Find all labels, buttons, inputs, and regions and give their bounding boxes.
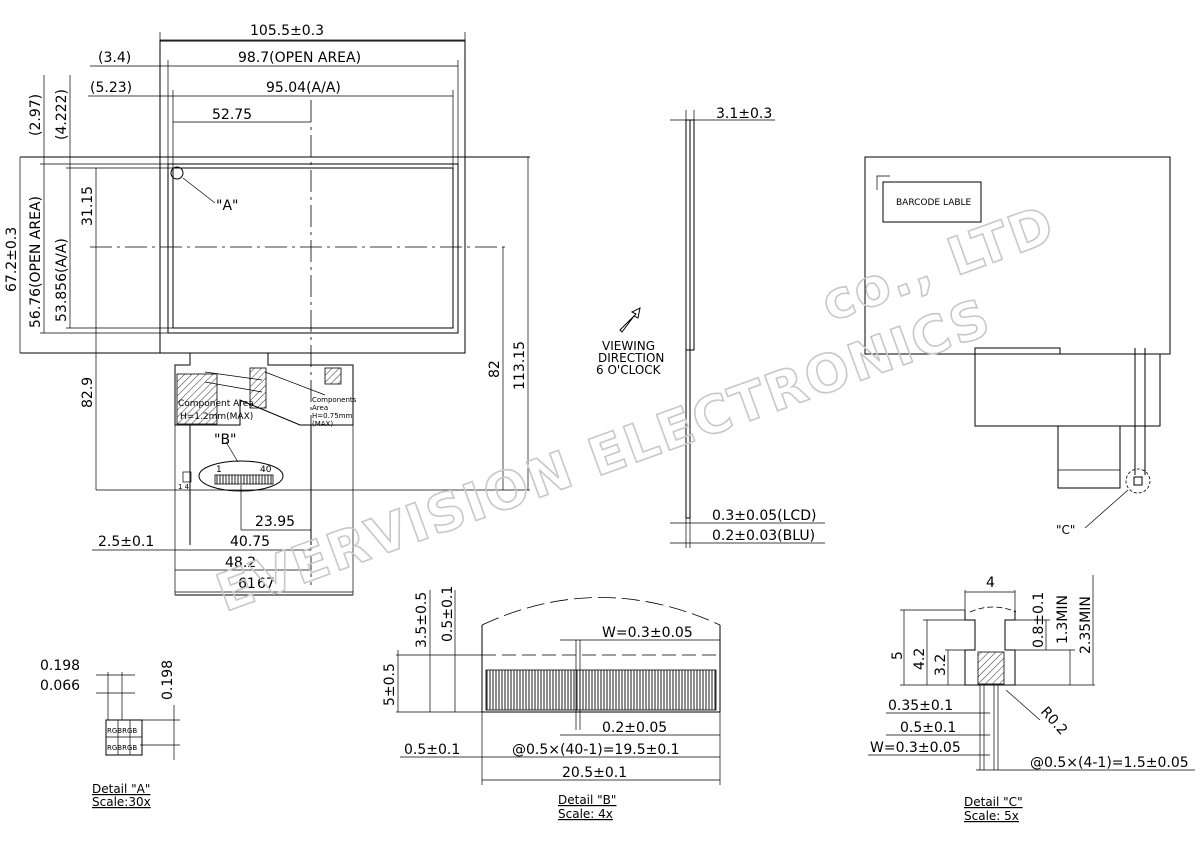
viewing-line-1: VIEWING: [602, 339, 655, 353]
viewing-line-3: 6 O'CLOCK: [596, 363, 662, 377]
dim-48-2: 48.2: [225, 555, 256, 571]
detail-b-pins: [485, 669, 717, 711]
detail-c-dim-9: 0.5±0.1: [900, 720, 956, 736]
fpc-outline: [174, 353, 354, 426]
detail-b-dim-5: 0.2±0.05: [602, 720, 667, 736]
component-height-label: H=1.2mm(MAX): [180, 412, 253, 422]
detail-c-dim-4: 3.2: [933, 654, 949, 676]
dim-open-area-w: 98.7(OPEN AREA): [238, 50, 361, 66]
marker-b: "B": [214, 432, 236, 448]
open-area: [167, 163, 459, 334]
detail-a-scale: Scale:30x: [92, 795, 151, 809]
marker-a: "A": [216, 198, 238, 214]
watermark: EVERVISION ELECTRONICS co., LTD: [208, 194, 1064, 625]
detail-a-title: Detail "A": [92, 782, 150, 796]
dim-width: 105.5±0.3: [250, 23, 324, 39]
pin-last: 40: [260, 465, 272, 475]
detail-c-title: Detail "C": [964, 795, 1023, 809]
detail-b-dim-7: @0.5×(40-1)=19.5±0.1: [512, 742, 680, 758]
dim-23-95: 23.95: [255, 514, 295, 530]
detail-b-dim-8: 20.5±0.1: [562, 765, 627, 781]
front-view: 105.5±0.3 (3.4) 98.7(OPEN AREA) (5.23) 9…: [4, 23, 530, 596]
detail-b-title: Detail "B": [558, 793, 616, 807]
active-area: [172, 167, 454, 329]
pins-small: 1 4: [178, 483, 190, 491]
detail-c-dim-11: @0.5×(4-1)=1.5±0.05: [1030, 755, 1189, 771]
barcode-label: BARCODE LABLE: [896, 198, 972, 208]
detail-c-radius: R0.2: [1037, 704, 1070, 738]
detail-b-dim-1: 3.5±0.5: [414, 592, 430, 648]
detail-c-scale: Scale: 5x: [964, 809, 1019, 823]
dim-2-97: (2.97): [28, 94, 44, 136]
detail-a-dim-1: 0.198: [40, 658, 80, 674]
dim-4-222: (4.222): [54, 89, 70, 140]
detail-a: RGBRGB RGBRGB 0.198 0.066 0.198 Detail "…: [40, 658, 180, 809]
blu-dim: 0.2±0.03(BLU): [712, 528, 815, 544]
detail-c-dim-3: 4.2: [912, 648, 928, 670]
dim-open-area-h: 56.76(OPEN AREA): [28, 196, 44, 328]
component-area-label: Component Area: [178, 399, 254, 409]
components-area-line-1: Components: [312, 396, 357, 404]
detail-b-dim-3: 5±0.5: [382, 663, 398, 706]
thickness-dim: 3.1±0.3: [716, 106, 772, 122]
detail-c-dim-2: 5: [890, 651, 906, 660]
dim-67: 67: [257, 576, 275, 592]
rgb-row-2: RGBRGB: [107, 744, 137, 752]
viewing-arrow-icon: [619, 307, 641, 333]
detail-a-dim-2: 0.066: [40, 678, 80, 694]
viewing-line-2: DIRECTION: [598, 351, 664, 365]
detail-b-scale: Scale: 4x: [558, 807, 613, 821]
components-area-line-4: (MAX): [312, 420, 333, 428]
dim-aa-w: 95.04(A/A): [266, 80, 341, 96]
dim-2-5: 2.5±0.1: [98, 534, 154, 550]
dim-height: 67.2±0.3: [4, 227, 20, 292]
dim-113-15: 113.15: [512, 341, 528, 390]
detail-c-dim-10: W=0.3±0.05: [870, 740, 961, 756]
detail-c-dim-8: 0.35±0.1: [888, 698, 953, 714]
detail-a-dim-3: 0.198: [160, 660, 176, 700]
dim-82: 82: [487, 360, 503, 378]
side-view: 3.1±0.3 VIEWING DIRECTION 6 O'CLOCK 0.3±…: [596, 106, 825, 548]
dim-5-23: (5.23): [90, 80, 132, 96]
dim-31-15: 31.15: [80, 186, 96, 226]
components-area-line-3: H=0.75mm: [312, 412, 353, 420]
detail-c-dim-5: 0.8±0.1: [1031, 592, 1047, 648]
dim-82-9: 82.9: [80, 377, 96, 408]
detail-c-dim-6: 1.3MIN: [1055, 595, 1071, 644]
detail-c-dim-7: 2.35MIN: [1078, 596, 1094, 654]
dim-61: 61: [238, 576, 256, 592]
fpc-pins: [214, 474, 274, 485]
lcd-dim: 0.3±0.05(LCD): [712, 508, 816, 524]
detail-b-dim-4: W=0.3±0.05: [602, 625, 693, 641]
back-view: BARCODE LABLE "C": [864, 156, 1171, 537]
dim-40-75: 40.75: [230, 534, 270, 550]
detail-a-circle: [170, 166, 184, 180]
rgb-row-1: RGBRGB: [107, 727, 137, 735]
detail-b-dim-6: 0.5±0.1: [404, 742, 460, 758]
components-area-line-2: Area: [312, 404, 328, 412]
dim-aa-h: 53.856(A/A): [54, 238, 70, 322]
detail-c-dim-1: 4: [986, 575, 995, 591]
dim-52-75: 52.75: [212, 107, 252, 123]
detail-b: 3.5±0.5 0.5±0.1 5±0.5 W=0.3±0.05 0.2±0.0…: [382, 586, 721, 821]
marker-c: "C": [1056, 523, 1075, 537]
detail-b-dim-2: 0.5±0.1: [440, 586, 456, 642]
pin-first: 1: [216, 465, 222, 475]
detail-c: 4 5 4.2 3.2 0.8±0.1 1.3MIN 2.35MIN 0.35±…: [868, 575, 1195, 823]
dim-3-4: (3.4): [98, 50, 131, 66]
